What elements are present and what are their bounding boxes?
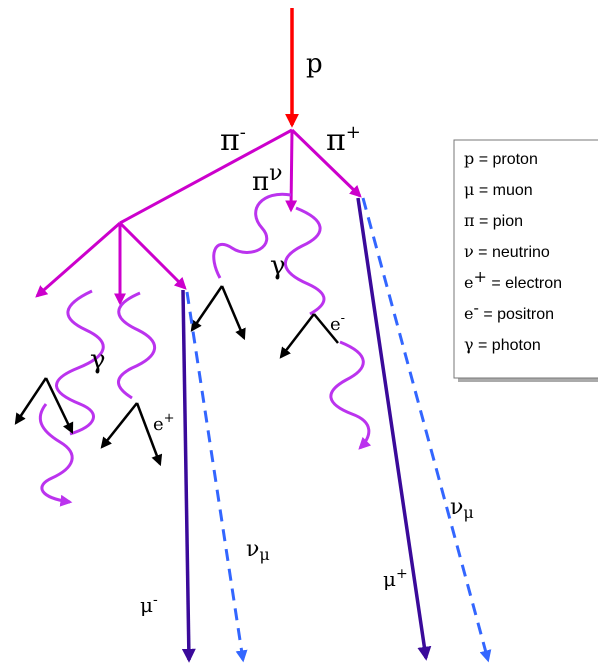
legend-symbol-sup: + [473, 267, 486, 286]
legend-item: μ = muon [464, 180, 533, 199]
electron-left-a [14, 377, 48, 425]
legend-item: ν = neutrino [464, 242, 550, 261]
legend-symbol: ν [464, 242, 474, 261]
label-nu-mu-left: νμ [246, 537, 270, 564]
electron-right-b [313, 313, 339, 344]
photon-wiggle-center [117, 291, 157, 400]
label-mu-minus: μ- [140, 592, 158, 617]
label-gamma-left: γ [90, 345, 106, 375]
pion-branch-right [118, 221, 187, 290]
label-e-plus: e+ [153, 411, 175, 435]
legend-text: = neutrino [474, 244, 550, 261]
legend-symbol: p [464, 149, 474, 168]
legend-symbol: π [464, 211, 475, 230]
legend-box [453, 139, 598, 379]
legend-symbol: e [464, 273, 473, 292]
pion-plus-track [290, 128, 362, 198]
muon-plus-track [356, 197, 432, 661]
pion-neutral-track [285, 129, 298, 213]
legend-text: = proton [474, 151, 538, 168]
label-mu-plus: μ+ [383, 566, 408, 591]
legend-item: e+ = electron [464, 267, 562, 292]
electron-left-b [44, 377, 74, 435]
legend-symbol: γ [464, 335, 474, 354]
legend-text: = muon [474, 182, 532, 199]
electron-center-a [100, 402, 138, 449]
legend-symbol: e [464, 304, 473, 323]
legend-item: e- = positron [464, 298, 554, 323]
legend-item: p = proton [464, 149, 538, 168]
legend-text: = photon [474, 337, 541, 354]
label-gamma-center: γ [270, 251, 286, 281]
label-pi-neutral: πν [252, 161, 282, 197]
label-nu-mu-right: νμ [450, 495, 474, 522]
pion-minus-track [119, 128, 293, 225]
label-proton: p [306, 49, 323, 79]
legend-text: = electron [487, 275, 562, 292]
label-pi-minus: π- [220, 122, 246, 158]
electron-mid-b [220, 285, 246, 341]
photon-wiggle-mid [212, 192, 292, 279]
pion-branch-left [35, 221, 121, 298]
legend-item: π = pion [464, 211, 523, 230]
label-e-minus: e- [330, 311, 345, 335]
muon-minus-track [181, 289, 196, 663]
legend-item: γ = photon [464, 335, 541, 354]
electron-mid-a [190, 285, 224, 332]
legend-symbol-sup: - [473, 298, 478, 317]
legend-symbol: μ [464, 180, 474, 199]
electron-center-b [135, 402, 163, 467]
legend-text: = pion [475, 213, 523, 230]
neutrino-left-track [185, 291, 248, 663]
photon-wiggle-far-right [329, 340, 372, 450]
photon-wiggle-right [283, 206, 326, 316]
photon-wiggle-left-lower [38, 403, 74, 507]
label-pi-plus: π+ [326, 122, 361, 158]
legend-text: = positron [479, 306, 554, 323]
photon-wiggle-left [55, 289, 105, 436]
electron-right-a [279, 313, 315, 359]
